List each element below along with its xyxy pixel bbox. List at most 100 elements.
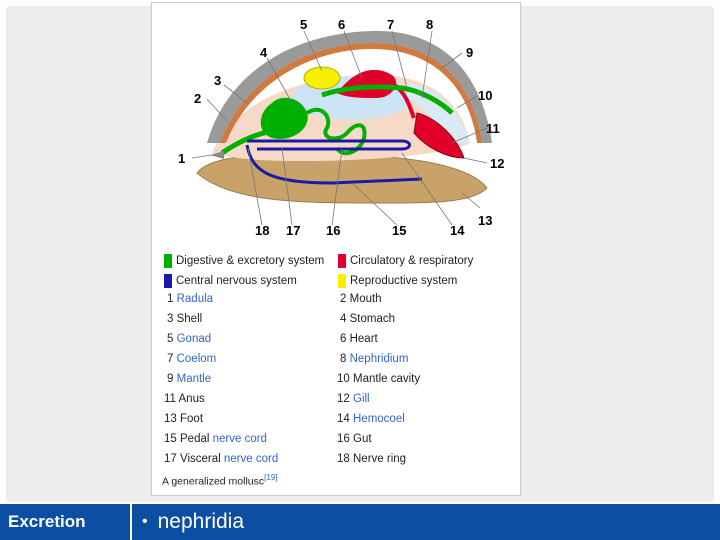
legend-cell: 16 Gut [337, 433, 372, 445]
legend-key-label: Reproductive system [350, 275, 458, 287]
mollusc-figure: 1 2 3 4 5 6 7 8 9 10 11 12 13 14 15 16 1… [151, 2, 521, 496]
legend-row: 17 Visceral nerve cord 18 Nerve ring [162, 453, 512, 471]
legend-cell: 5 Gonad [167, 333, 211, 345]
diagram-label-2: 2 [194, 91, 202, 106]
shell-shape [207, 30, 492, 143]
footer-label: Excretion [0, 504, 132, 540]
legend-cell: 10 Mantle cavity [337, 373, 420, 385]
diagram-label-10: 10 [478, 88, 493, 103]
legend-cell: 15 Pedal nerve cord [164, 433, 267, 445]
legend-name: Gut [353, 433, 372, 445]
legend-row: 1 Radula 2 Mouth [162, 293, 512, 311]
legend-key-nervous: Central nervous system [164, 273, 297, 289]
figure-caption: A generalized mollusc[19] [162, 473, 277, 488]
legend-row: 5 Gonad 6 Heart [162, 333, 512, 351]
foot-shape [196, 153, 488, 204]
legend-cell: 18 Nerve ring [337, 453, 406, 465]
nephridium-tube [321, 84, 454, 115]
legend-link-coelom[interactable]: Coelom [176, 353, 217, 365]
legend-num: 13 [164, 413, 177, 425]
legend: Digestive & excretory system Circulatory… [152, 249, 522, 469]
legend-row: 3 Shell 4 Stomach [162, 313, 512, 331]
legend-row: 13 Foot 14 Hemocoel [162, 413, 512, 431]
legend-num: 14 [337, 413, 350, 425]
legend-num: 8 [340, 353, 347, 365]
legend-name: Mouth [349, 293, 382, 305]
legend-key-label: Circulatory & respiratory [350, 255, 474, 267]
legend-num: 1 [167, 293, 174, 305]
legend-link-nephridium[interactable]: Nephridium [349, 353, 409, 365]
stomach-shape [260, 97, 308, 139]
legend-name: Nerve ring [353, 453, 407, 465]
legend-num: 3 [167, 313, 174, 325]
legend-num: 18 [337, 453, 350, 465]
legend-name: Shell [176, 313, 203, 325]
legend-key-label: Digestive & excretory system [176, 255, 325, 267]
legend-link-mantle[interactable]: Mantle [176, 373, 212, 385]
legend-num: 2 [340, 293, 347, 305]
esophagus-tube [220, 128, 273, 156]
diagram-label-5: 5 [300, 17, 308, 32]
legend-link-pedal-nerve-cord[interactable]: Pedal nerve cord [180, 433, 267, 445]
legend-link-radula[interactable]: Radula [176, 293, 214, 305]
legend-num: 16 [337, 433, 350, 445]
footer-bullet-item: • nephridia [142, 504, 244, 540]
diagram-label-1: 1 [178, 151, 186, 166]
legend-swatch-green [164, 254, 172, 268]
diagram-label-7: 7 [387, 17, 395, 32]
visceral-nerve-cord [247, 139, 411, 151]
diagram-label-18: 18 [255, 223, 270, 238]
legend-cell: 2 Mouth [340, 293, 382, 305]
caption-reference-link[interactable]: [19] [264, 473, 278, 482]
legend-swatch-blue [164, 274, 172, 288]
legend-link-visceral-nerve-cord[interactable]: Visceral nerve cord [180, 453, 279, 465]
legend-key-digestive: Digestive & excretory system [164, 253, 324, 269]
diagram-label-17: 17 [286, 223, 301, 238]
legend-cell: 4 Stomach [340, 313, 395, 325]
legend-name: Stomach [349, 313, 395, 325]
diagram-label-6: 6 [338, 17, 346, 32]
legend-link-hemocoel[interactable]: Hemocoel [353, 413, 405, 425]
legend-swatch-red [338, 254, 346, 268]
diagram-label-12: 12 [490, 156, 505, 171]
legend-num: 4 [340, 313, 347, 325]
legend-name: Foot [180, 413, 204, 425]
mantle-cavity-shape [407, 83, 470, 143]
diagram-label-16: 16 [326, 223, 341, 238]
legend-num: 15 [164, 433, 177, 445]
legend-swatch-yellow [338, 274, 346, 288]
legend-num: 12 [337, 393, 350, 405]
legend-key-label: Central nervous system [176, 275, 297, 287]
legend-cell: 11 Anus [164, 393, 205, 405]
legend-cell: 12 Gill [337, 393, 370, 405]
leader-lines [191, 30, 488, 226]
legend-num: 17 [164, 453, 177, 465]
diagram-label-11: 11 [486, 121, 500, 136]
legend-cell: 9 Mantle [167, 373, 211, 385]
legend-row: 9 Mantle 10 Mantle cavity [162, 373, 512, 391]
legend-num: 7 [167, 353, 174, 365]
legend-cell: 17 Visceral nerve cord [164, 453, 278, 465]
legend-cell: 8 Nephridium [340, 353, 408, 365]
mollusc-anatomy-diagram: 1 2 3 4 5 6 7 8 9 10 11 12 13 14 15 16 1… [152, 3, 522, 243]
mantle-shape [220, 43, 482, 143]
bullet-icon: • [142, 513, 148, 530]
legend-num: 9 [167, 373, 174, 385]
diagram-label-3: 3 [214, 73, 222, 88]
diagram-label-8: 8 [426, 17, 434, 32]
legend-link-gill[interactable]: Gill [353, 393, 370, 405]
diagram-label-9: 9 [466, 45, 474, 60]
legend-num: 6 [340, 333, 347, 345]
legend-link-gonad[interactable]: Gonad [176, 333, 212, 345]
legend-num: 5 [167, 333, 174, 345]
diagram-label-14: 14 [450, 223, 465, 238]
legend-row: 11 Anus 12 Gill [162, 393, 512, 411]
diagram-label-13: 13 [478, 213, 493, 228]
diagram-label-15: 15 [392, 223, 407, 238]
legend-cell: 1 Radula [167, 293, 213, 305]
legend-row: 15 Pedal nerve cord 16 Gut [162, 433, 512, 451]
diagram-label-4: 4 [260, 45, 268, 60]
gonad-shape [303, 66, 341, 90]
legend-num: 10 [337, 373, 350, 385]
footer-bullet-text: nephridia [157, 510, 245, 533]
